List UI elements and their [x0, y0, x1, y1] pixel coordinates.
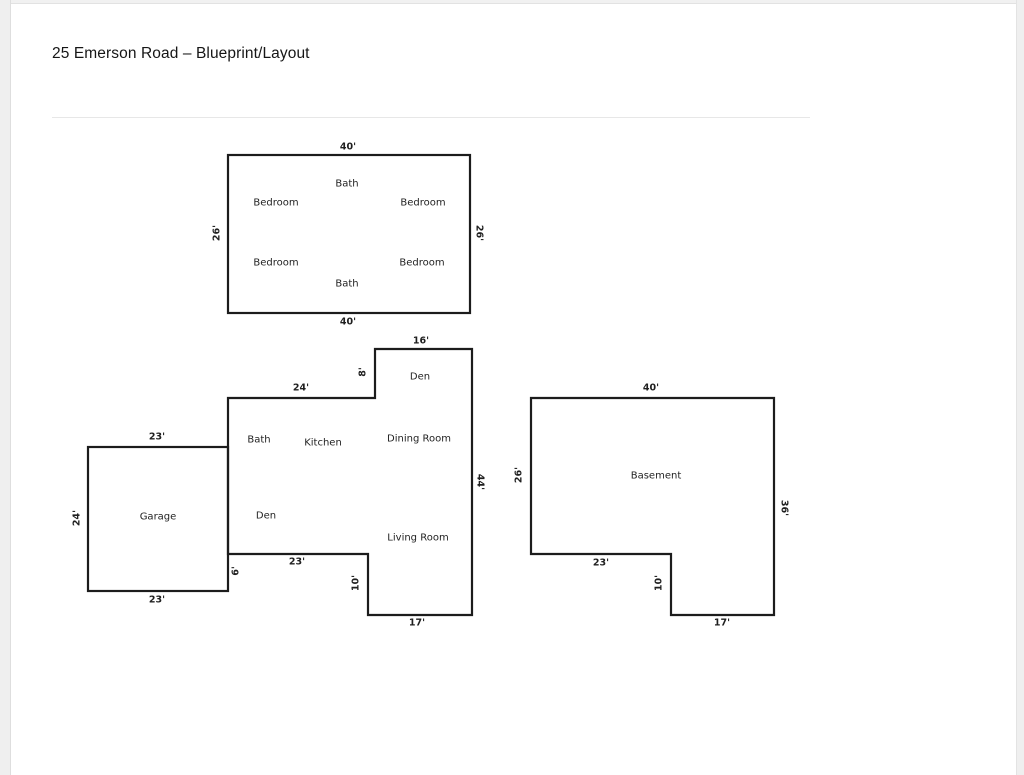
- basement-plan: 40' 26' Basement 36' 23' 10' 17': [514, 383, 790, 629]
- room-label-bedroom: Bedroom: [400, 198, 445, 209]
- upper-floor-outline: [226, 153, 472, 315]
- page-edge-left: [0, 0, 11, 775]
- dimension-label: 23': [593, 558, 609, 569]
- room-label-dining-room: Dining Room: [387, 434, 451, 445]
- dimension-label: 23': [289, 557, 305, 568]
- dimension-label: 8': [358, 367, 369, 377]
- room-label-bath: Bath: [335, 279, 358, 290]
- dimension-label: 44': [475, 474, 486, 490]
- room-label-kitchen: Kitchen: [304, 438, 342, 449]
- dimension-label: 16': [413, 336, 429, 347]
- title-divider: [52, 117, 810, 118]
- room-label-bedroom: Bedroom: [399, 258, 444, 269]
- main-floor-plan: 16' 8' Den 24' 23' Bath Kitchen Dining R…: [72, 336, 486, 629]
- room-label-bedroom: Bedroom: [253, 198, 298, 209]
- dimension-label: 26': [212, 225, 223, 241]
- dimension-label: 23': [149, 432, 165, 443]
- basement-outline: [529, 396, 776, 617]
- dimension-label: 17': [714, 618, 730, 629]
- page-edge-right: [1016, 0, 1024, 775]
- room-label-bath: Bath: [247, 435, 270, 446]
- dimension-label: 40': [643, 383, 659, 394]
- upper-floor-plan: 40' Bath Bedroom Bedroom 26' 26' Bedroom…: [212, 142, 485, 328]
- page-title: 25 Emerson Road – Blueprint/Layout: [52, 45, 310, 62]
- room-label-den: Den: [256, 511, 276, 522]
- dimension-label: 40': [340, 142, 356, 153]
- dimension-label: 40': [340, 317, 356, 328]
- page-edge-top: [0, 0, 1024, 4]
- main-floor-outline: [226, 347, 474, 617]
- dimension-label: 24': [293, 383, 309, 394]
- dimension-label: 36': [779, 500, 790, 516]
- room-label-den: Den: [410, 372, 430, 383]
- dimension-label: 10': [654, 575, 665, 591]
- room-label-bedroom: Bedroom: [253, 258, 298, 269]
- dimension-label: 10': [351, 575, 362, 591]
- dimension-label: 24': [72, 510, 83, 526]
- dimension-label: 23': [149, 595, 165, 606]
- dimension-label: 26': [514, 467, 525, 483]
- room-label-basement: Basement: [631, 471, 682, 482]
- room-label-garage: Garage: [140, 512, 177, 523]
- dimension-label: 17': [409, 618, 425, 629]
- room-label-living-room: Living Room: [387, 533, 448, 544]
- garage-outline: [86, 445, 230, 593]
- room-label-bath: Bath: [335, 179, 358, 190]
- dimension-label: 6': [231, 566, 242, 576]
- dimension-label: 26': [474, 225, 485, 241]
